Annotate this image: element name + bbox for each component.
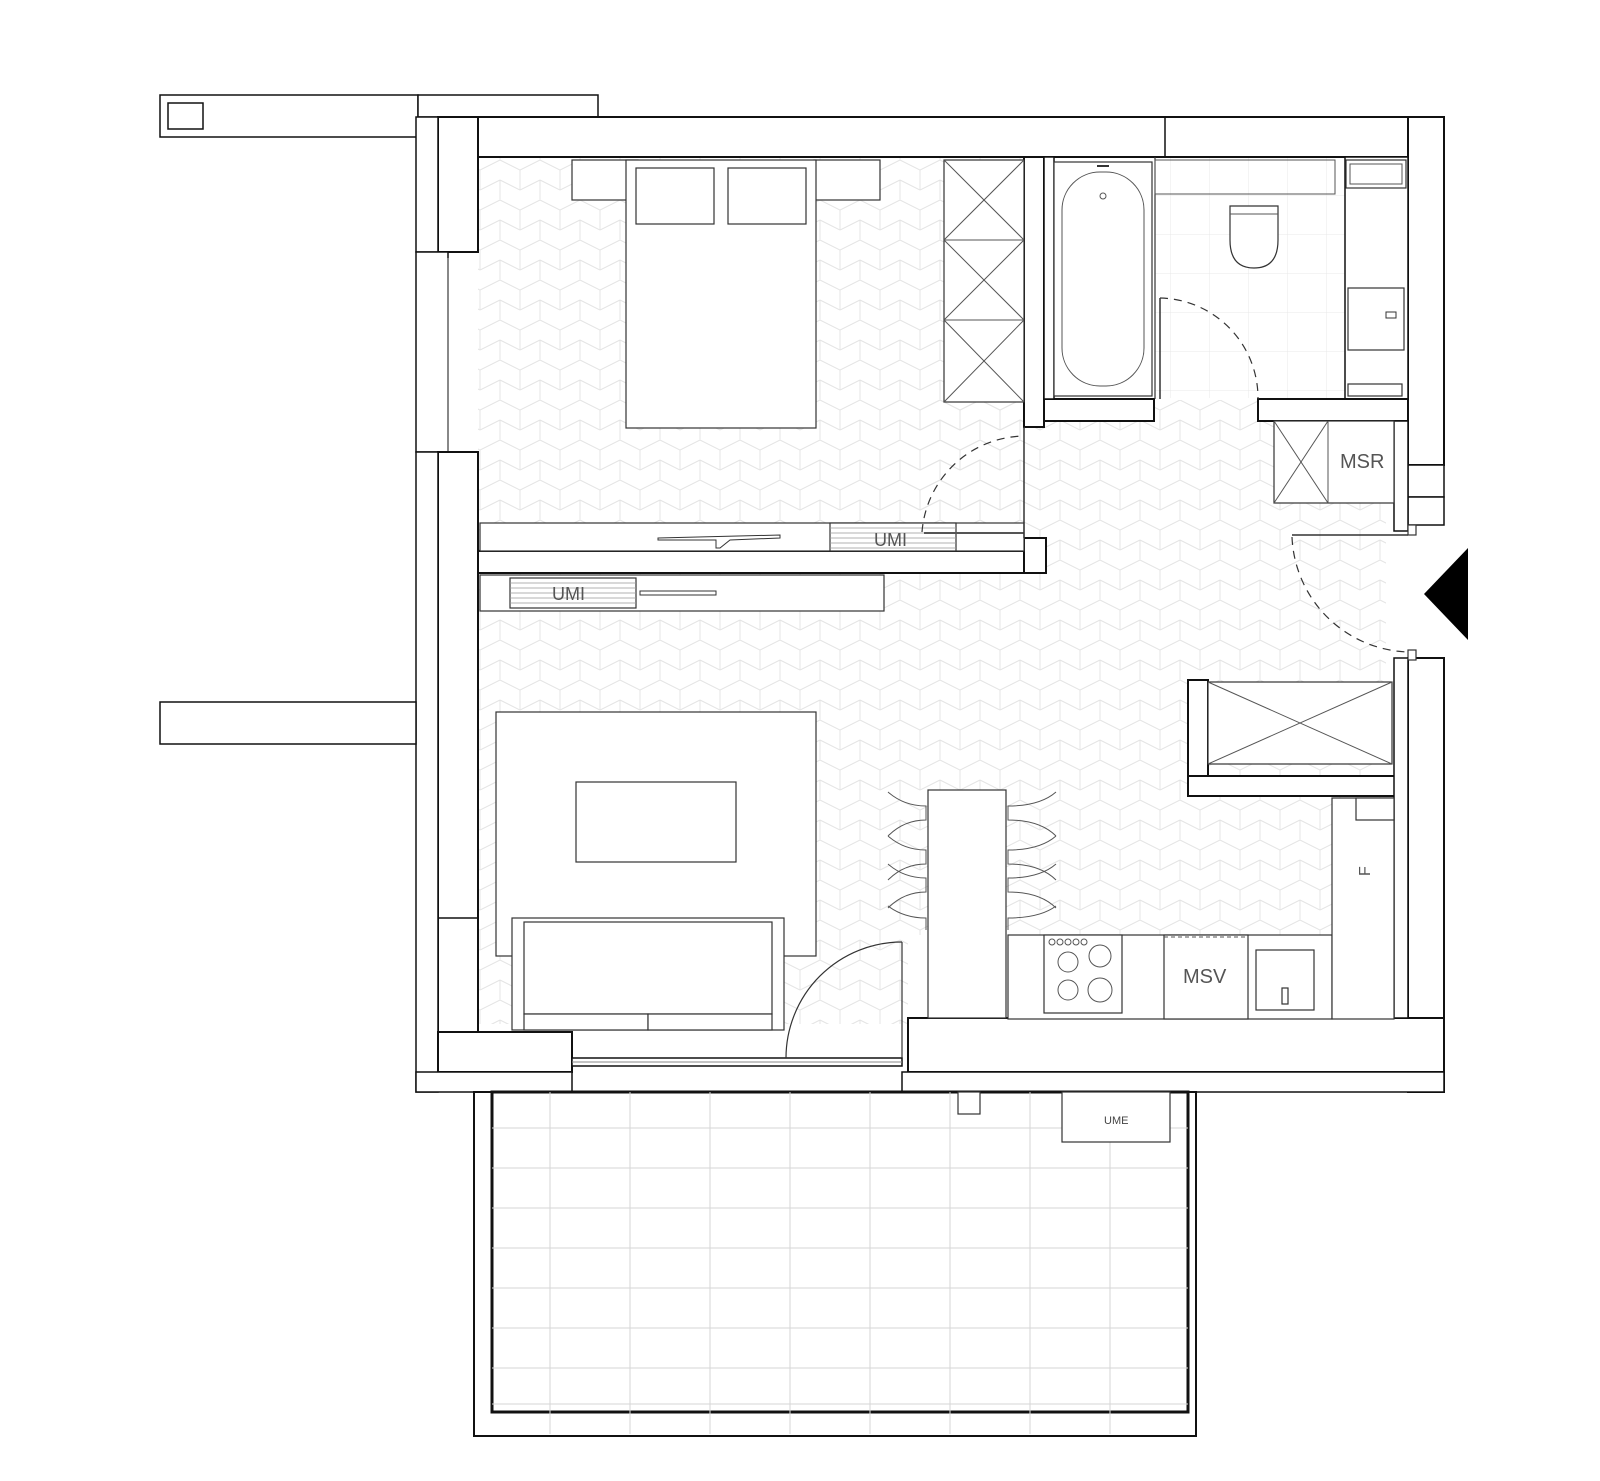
bathroom-door-swing: [1159, 297, 1259, 400]
hall-doors: [921, 427, 1417, 661]
bedroom-tv: [657, 534, 781, 549]
wardrobe: [943, 159, 1025, 403]
msr-storage: MSR: [1273, 420, 1395, 504]
entrance-door-frame-bottom: [1407, 649, 1417, 661]
partition-end: [1023, 537, 1047, 574]
living-furniture: UMI: [479, 574, 903, 1059]
right-wall-niche: [1407, 464, 1445, 498]
entrance-door-swing: [1291, 536, 1409, 653]
umi-living-label: UMI: [552, 584, 585, 604]
right-wall-bathroom-inner: [1344, 156, 1409, 400]
msv-label: MSV: [1183, 966, 1227, 988]
bedroom-window: [415, 251, 449, 453]
sofa-cushion-right: [647, 1013, 773, 1031]
balcony: UME: [473, 1090, 1197, 1437]
balcony-railing: [490, 1090, 1190, 1414]
left-wall-outer-upper: [415, 116, 439, 253]
balcony-outer: [473, 1091, 1197, 1437]
fridge-vent: [1355, 797, 1395, 821]
msr-label: MSR: [1340, 451, 1384, 473]
ume-label: UME: [1104, 1115, 1128, 1127]
interior-walls: [477, 156, 1409, 1019]
pillow-left: [635, 167, 715, 225]
bottom-wall-left-outer: [415, 1071, 573, 1093]
pillow-right: [727, 167, 807, 225]
bathtub-drain: [1099, 192, 1107, 200]
sink-tap: [1281, 987, 1289, 1005]
msr-cabinet: [1273, 420, 1395, 504]
bottom-wall-right-outer: [901, 1071, 1445, 1093]
bath-floor-unit: [1347, 383, 1403, 397]
msv-unit: [1163, 934, 1249, 1020]
top-ledge-right: [417, 94, 599, 118]
left-wall-upper: [437, 116, 479, 253]
washbasin-icon: [1347, 287, 1405, 351]
right-wall-upper: [1407, 116, 1445, 466]
stove-burners: [1048, 938, 1113, 1003]
chairs-right: [1007, 791, 1057, 930]
partition-bedroom-living: [477, 550, 1045, 574]
bottom-wall-left: [437, 1031, 573, 1073]
entrance-door-frame-top: [1407, 524, 1417, 536]
balcony-door-swing: [785, 941, 903, 1059]
bathtub-inner: [1061, 171, 1145, 387]
right-wall-niche2: [1407, 496, 1445, 526]
bathroom: [1053, 159, 1407, 400]
fridge-label: F: [1357, 866, 1374, 876]
bath-heater-inner: [1349, 163, 1403, 185]
kitchen: MSV F: [1007, 681, 1395, 1020]
dining-table: [927, 789, 1007, 1019]
kitchen-right-wall: [1393, 657, 1409, 1019]
dining: [887, 789, 1057, 1019]
bathtub-icon: [1053, 161, 1153, 397]
umi-bedroom-label: UMI: [874, 530, 907, 550]
bedroom-furniture: UMI: [479, 159, 1025, 552]
chairs-left: [887, 791, 927, 930]
bedroom-door-swing: [921, 435, 1025, 533]
balcony-tiles: [492, 1092, 1188, 1434]
umi-living-hatch: [510, 582, 636, 604]
bathroom-lower-wall: [1043, 398, 1155, 422]
left-wall-outer-lower: [415, 451, 439, 1093]
walls: [159, 94, 1445, 1093]
bedroom-wardrobe-wall: [1023, 156, 1045, 428]
left-wall-lower: [437, 451, 479, 1073]
top-ledge-inner: [167, 102, 204, 130]
umi-bedroom-hatch: [830, 527, 956, 549]
toilet-icon: [1229, 205, 1279, 269]
bath-partition: [1043, 156, 1055, 400]
nightstand-right: [813, 159, 881, 201]
ume-unit: [1061, 1091, 1171, 1143]
top-wall: [437, 116, 1445, 158]
fridge-column: [1331, 797, 1395, 1020]
bottom-wall-right: [907, 1017, 1445, 1073]
coffee-table: [575, 781, 737, 863]
washbasin-tap: [1385, 311, 1397, 319]
sofa-back: [523, 921, 773, 1015]
mid-ledge: [159, 701, 417, 745]
stove-icon: [1043, 934, 1123, 1014]
kitchen-wall-block-bottom: [1187, 775, 1409, 797]
entrance-arrow-icon: [1424, 548, 1468, 640]
sofa-cushion-left: [523, 1013, 649, 1031]
bathroom-lower-wall-right: [1257, 398, 1409, 422]
bath-shelf: [1154, 159, 1336, 195]
msr-wall: [1393, 420, 1409, 532]
balcony-post: [957, 1091, 981, 1115]
bath-heater: [1345, 159, 1407, 189]
living-tv: [639, 590, 717, 596]
